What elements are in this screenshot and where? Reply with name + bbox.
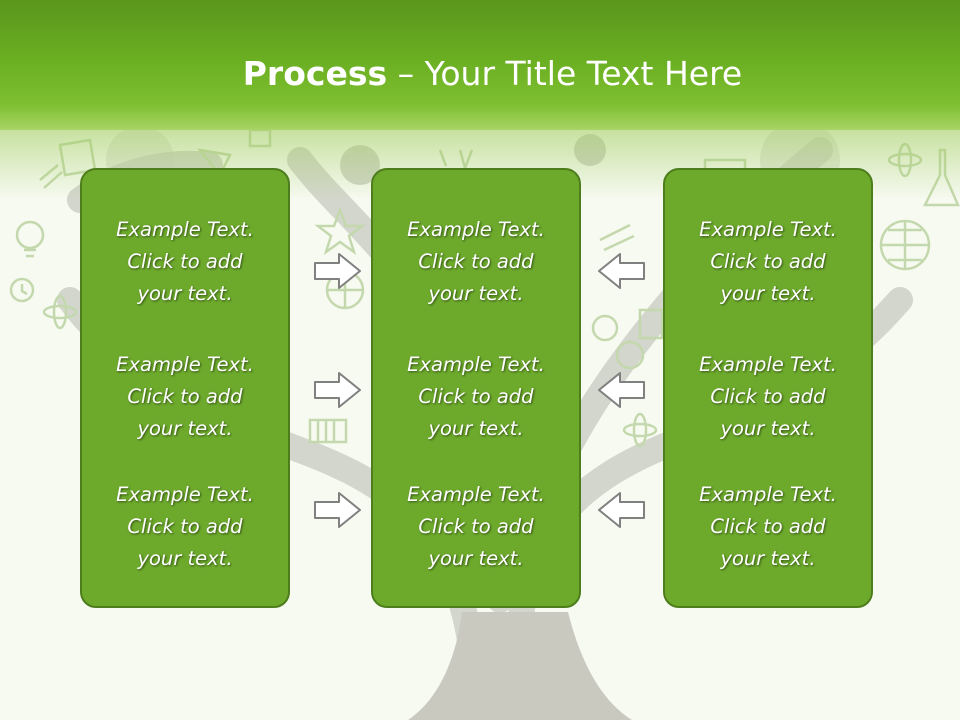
slide-title[interactable]: Process – Your Title Text Here — [0, 52, 960, 96]
arrow-left-icon — [598, 372, 645, 408]
panel-right-text-2[interactable]: Example Text. Click to add your text. — [699, 353, 837, 440]
title-bar — [0, 0, 960, 130]
panel-left-text-1[interactable]: Example Text. Click to add your text. — [116, 218, 254, 305]
panel-left-text-2[interactable]: Example Text. Click to add your text. — [116, 353, 254, 440]
title-rest: – Your Title Text Here — [387, 54, 743, 93]
arrow-left-icon — [598, 492, 645, 528]
panel-center-text-3[interactable]: Example Text. Click to add your text. — [407, 483, 545, 570]
panel-right-text-3[interactable]: Example Text. Click to add your text. — [699, 483, 837, 570]
process-panel-left[interactable]: Example Text. Click to add your text. Ex… — [80, 168, 290, 608]
panel-right-text-1[interactable]: Example Text. Click to add your text. — [699, 218, 837, 305]
panel-center-text-1[interactable]: Example Text. Click to add your text. — [407, 218, 545, 305]
arrow-left-icon — [598, 253, 645, 289]
arrow-right-icon — [314, 492, 361, 528]
panel-center-text-2[interactable]: Example Text. Click to add your text. — [407, 353, 545, 440]
arrow-right-icon — [314, 253, 361, 289]
tree-trunk — [408, 612, 632, 720]
panel-left-text-3[interactable]: Example Text. Click to add your text. — [116, 483, 254, 570]
title-bold: Process — [242, 54, 388, 93]
arrow-right-icon — [314, 372, 361, 408]
process-panel-right[interactable]: Example Text. Click to add your text. Ex… — [663, 168, 873, 608]
process-panel-center[interactable]: Example Text. Click to add your text. Ex… — [371, 168, 581, 608]
